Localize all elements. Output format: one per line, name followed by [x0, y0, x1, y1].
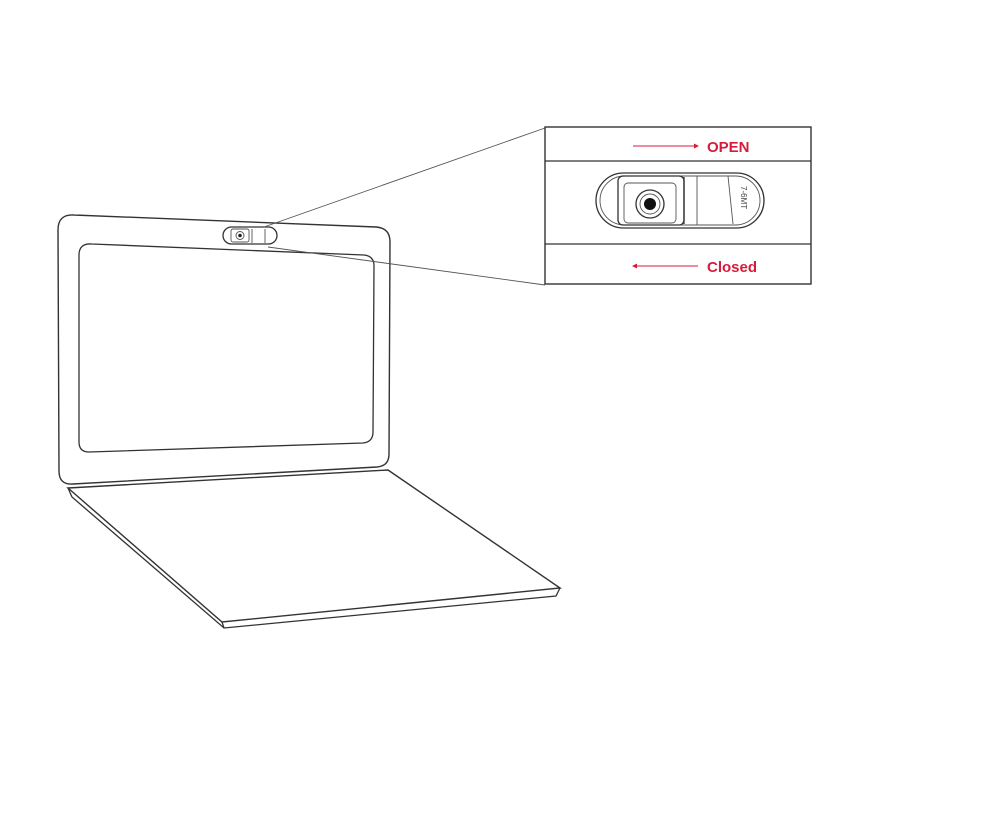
open-label: OPEN: [707, 139, 750, 156]
slider-text: 7-6MT: [739, 186, 748, 209]
closed-label: Closed: [707, 259, 757, 276]
arrow-left-icon: [632, 263, 698, 269]
laptop-base: [66, 469, 562, 629]
zoom-lines: [263, 127, 546, 286]
laptop-screen: [78, 243, 375, 453]
callout-box: OPEN Closed 7-6MT: [544, 126, 812, 285]
arrow-right-icon: [633, 143, 699, 149]
camera-lens-icon: [635, 189, 665, 219]
webcam-cover-large: 7-6MT: [595, 172, 765, 229]
laptop-lid: [57, 214, 391, 485]
webcam-cover-small: [222, 226, 278, 245]
